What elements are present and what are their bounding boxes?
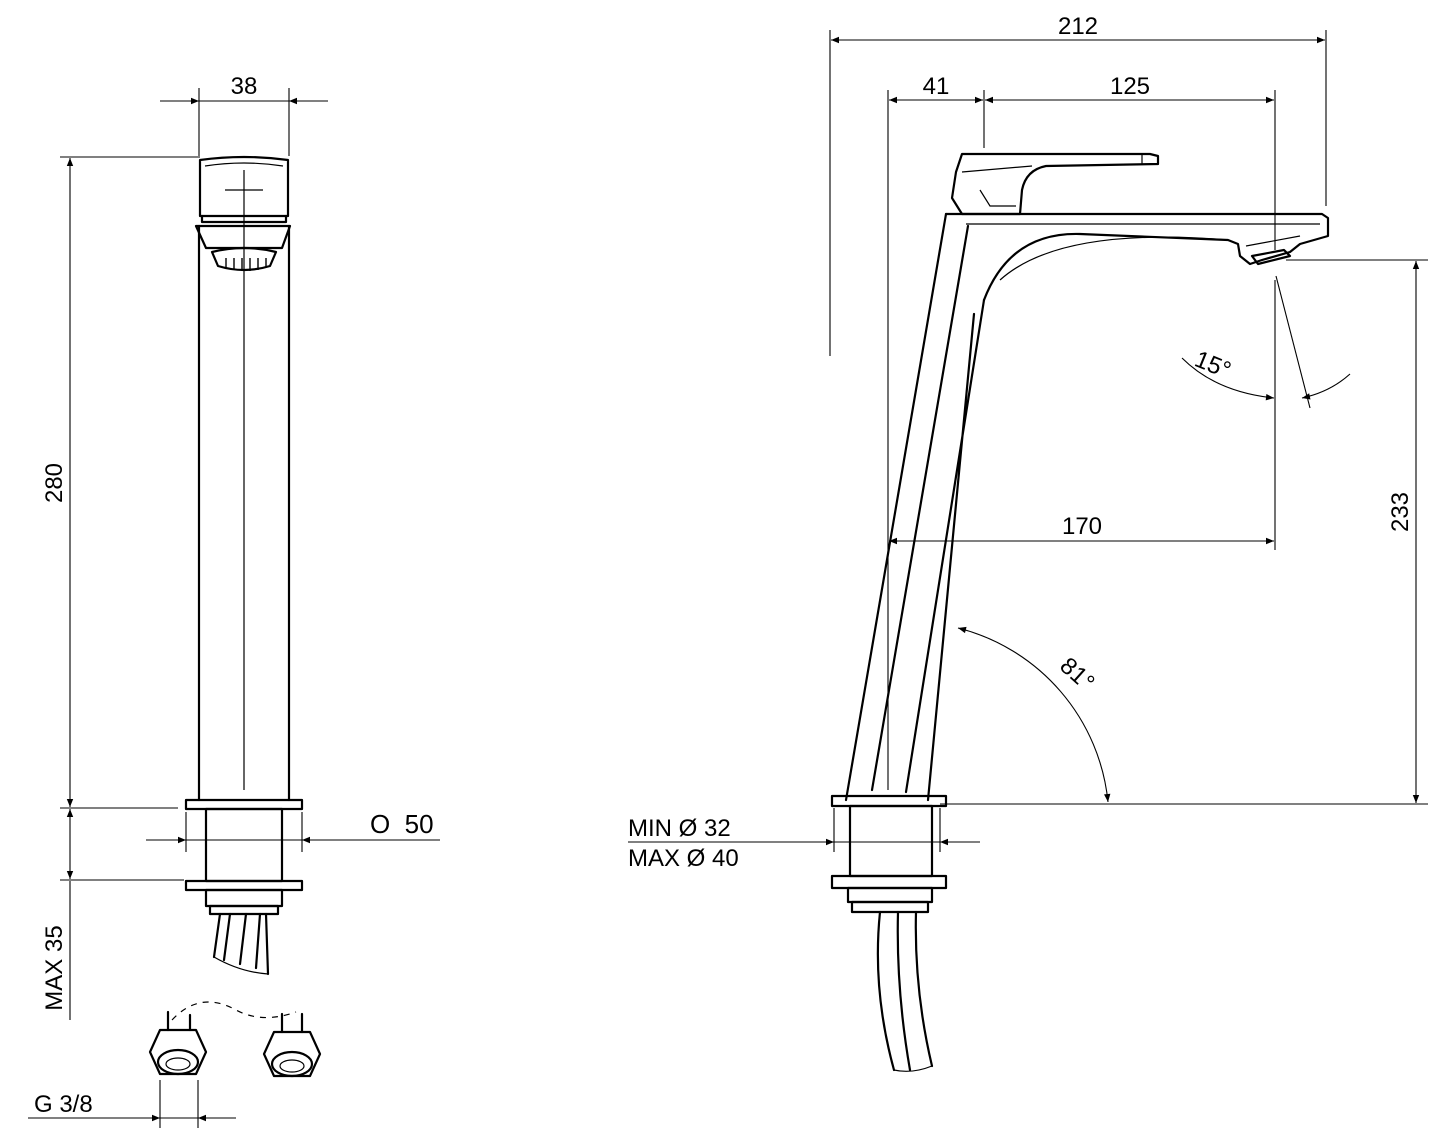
side-handle — [950, 152, 1160, 216]
label-offset-41: 41 — [923, 73, 950, 100]
side-dimensions — [628, 30, 1428, 852]
side-view — [830, 152, 1330, 1072]
hex-nut-left — [148, 1010, 208, 1076]
label-angle-15: 15° — [1191, 346, 1235, 385]
label-handle-125: 125 — [1110, 73, 1150, 100]
front-base-shank — [204, 807, 284, 883]
aerator — [210, 246, 278, 272]
side-hoses — [876, 910, 934, 1072]
front-base-flange — [184, 798, 304, 811]
front-nut — [204, 888, 284, 908]
front-handle — [198, 155, 290, 218]
label-height-233: 233 — [1387, 492, 1414, 532]
side-base-shank — [848, 804, 934, 878]
front-lock-ring — [184, 879, 304, 892]
front-hoses — [212, 912, 270, 976]
label-spout-170: 170 — [1062, 513, 1102, 540]
label-height-280: 280 — [41, 463, 68, 503]
label-width-38: 38 — [231, 73, 258, 100]
side-body — [844, 212, 986, 802]
label-reach-212: 212 — [1058, 13, 1098, 40]
label-hole-dia: O 50 — [370, 809, 434, 839]
side-spout — [944, 212, 1330, 302]
front-dimensions — [28, 88, 440, 1128]
front-view — [148, 155, 322, 1078]
front-body — [197, 224, 291, 802]
side-nut — [846, 886, 934, 904]
label-max-dia: MAX Ø 40 — [628, 845, 739, 872]
label-thread: G 3/8 — [34, 1091, 93, 1118]
label-max-35: MAX 35 — [41, 925, 68, 1010]
side-lock-ring — [830, 874, 948, 890]
label-min-dia: MIN Ø 32 — [628, 815, 731, 842]
label-angle-81: 81° — [1054, 652, 1099, 696]
front-spout-head — [194, 224, 292, 250]
hex-nut-right — [262, 1012, 322, 1078]
